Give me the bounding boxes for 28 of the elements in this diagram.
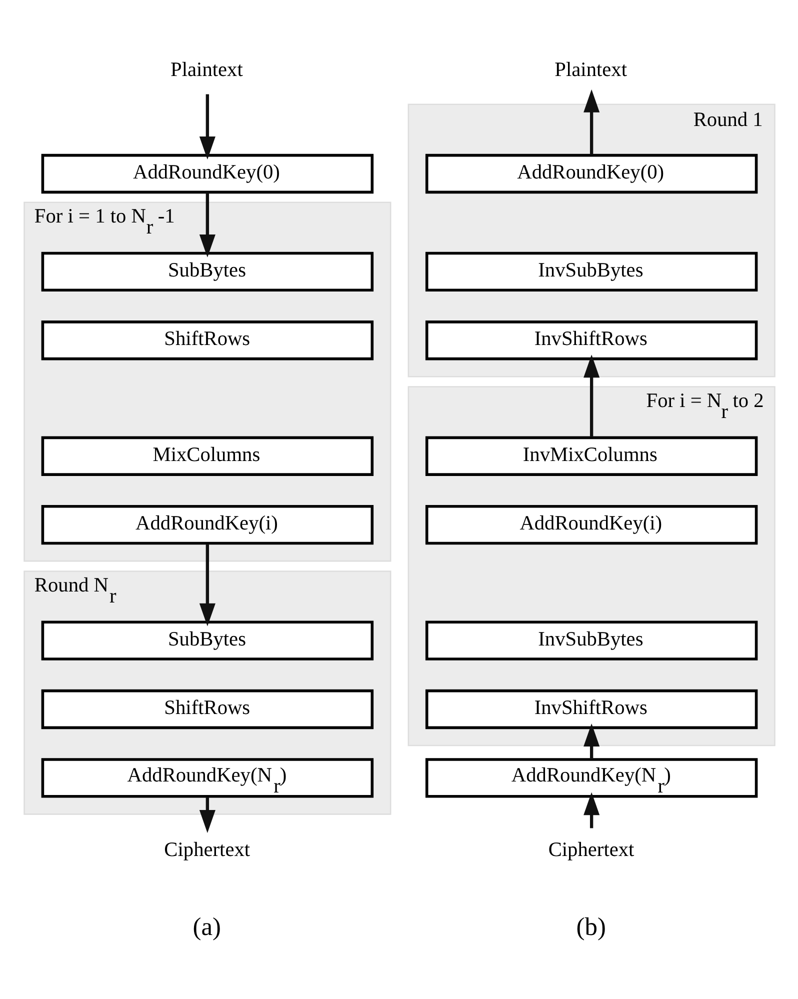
- arrow: [583, 792, 600, 828]
- arrow: [583, 723, 600, 759]
- node-box: AddRoundKey(0): [40, 153, 374, 194]
- node-text: Plaintext: [554, 58, 627, 81]
- node-box: SubBytes: [40, 620, 374, 660]
- node-box: AddRoundKey(0): [424, 153, 758, 194]
- node-box: InvMixColumns: [424, 436, 758, 476]
- arrow: [198, 796, 215, 832]
- node-box: SubBytes: [40, 251, 374, 292]
- node-text: Ciphertext: [164, 838, 250, 860]
- node-text: Ciphertext: [548, 838, 634, 860]
- arrow: [198, 543, 215, 626]
- node-box: AddRoundKey(i): [424, 504, 758, 544]
- node-text: Plaintext: [170, 58, 242, 81]
- arrow: [583, 354, 600, 437]
- node-box: ShiftRows: [40, 688, 374, 729]
- arrow: [198, 192, 215, 257]
- node-box: InvSubBytes: [424, 251, 758, 292]
- node-box: MixColumns: [40, 436, 374, 476]
- label: (b): [576, 912, 606, 941]
- arrow: [198, 94, 215, 159]
- node-box: InvShiftRows: [424, 320, 758, 360]
- node-box: InvShiftRows: [424, 688, 758, 729]
- node-box: AddRoundKey(i): [40, 504, 374, 544]
- label: (a): [192, 912, 221, 941]
- node-box: ShiftRows: [40, 320, 374, 360]
- node-box: InvSubBytes: [424, 620, 758, 660]
- arrow: [583, 88, 600, 154]
